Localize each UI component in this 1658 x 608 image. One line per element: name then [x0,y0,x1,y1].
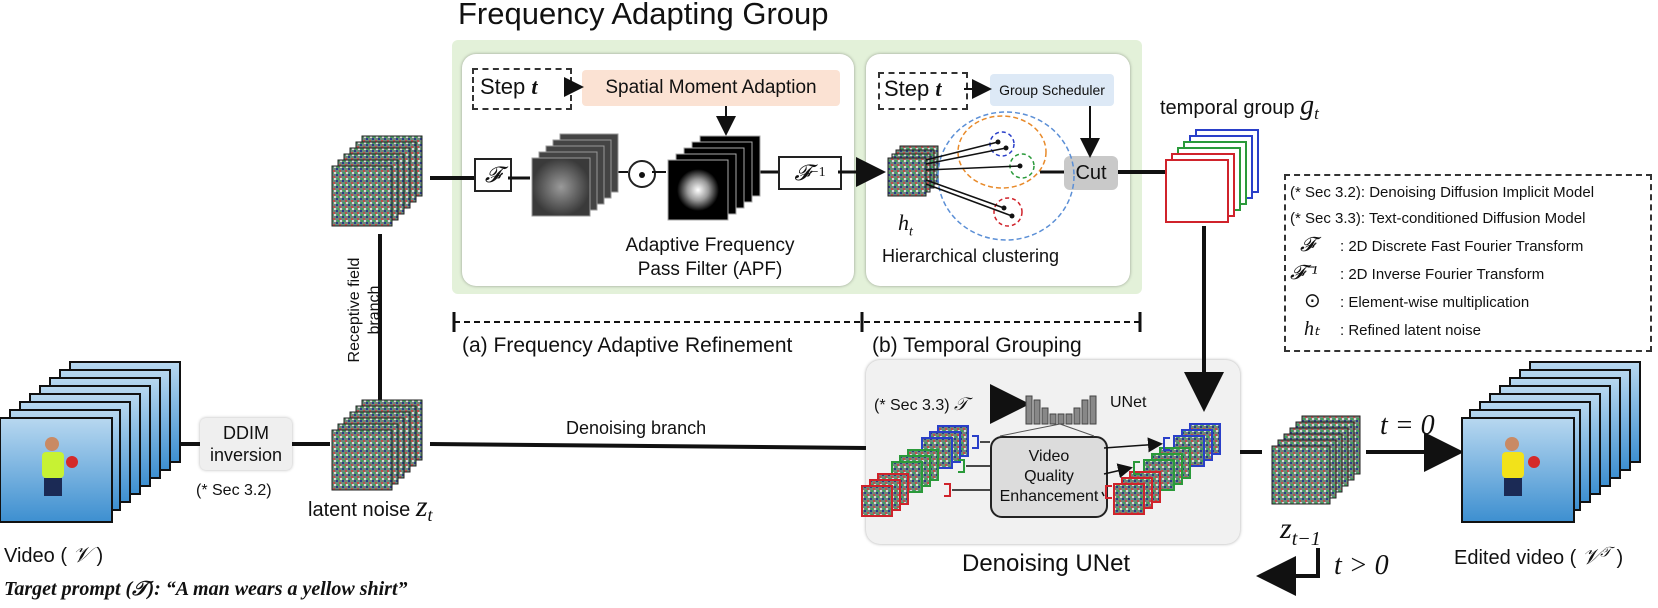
zt-minus-1-stack [1271,415,1361,505]
temporal-group-label: temporal group gt [1160,90,1319,123]
clustering-label: Hierarchical clustering [882,246,1060,266]
legend-box [1284,174,1652,352]
ddim-ref: (* Sec 3.2) [196,482,272,499]
fft-spectrum-stack [531,133,619,217]
step-box-b [878,72,968,110]
unet-output-frames [1101,423,1221,515]
step-label-a: Step t [480,74,538,99]
step-label-b: Step t [884,76,942,101]
section-b-label: (b) Temporal Grouping [872,334,1082,357]
video-label: Video ( 𝒱 ) [4,542,104,567]
unet-label: UNet [1110,394,1147,411]
zt-minus-1-label: zt−1 [1280,512,1321,550]
temporal-group-frames [1165,129,1259,223]
elementwise-multiply-icon [628,160,656,188]
fourier-transform-box: 𝓕 [474,158,512,192]
edited-video-stack [1461,361,1641,523]
ht-stack [887,145,939,197]
step-box-a [472,68,572,110]
t-greater-zero-label: t > 0 [1334,550,1389,581]
denoising-branch-label: Denoising branch [566,418,707,438]
unet-icon [999,395,1097,437]
ht-label: ht [898,210,913,240]
section-a-label: (a) Frequency Adaptive Refinement [462,334,793,357]
latent-stack-top [331,135,423,227]
denoising-unet-title: Denoising UNet [962,550,1131,577]
legend-row: ⊙: Element-wise multiplication [1304,290,1530,312]
cluster-diagram [925,111,1075,241]
cut-box: Cut [1064,156,1118,190]
latent-stack-bottom [331,399,423,491]
legend-row: (* Sec 3.3): Text-conditioned Diffusion … [1290,210,1586,227]
unet-ref-label: (* Sec 3.3) 𝒯 [874,394,968,414]
apf-filter-stack [667,135,761,221]
target-prompt: Target prompt (𝒯): “A man wears a yellow… [4,578,408,600]
legend-row: hₜ: Refined latent noise [1304,318,1481,340]
loop-arrow [1256,548,1320,596]
legend-row: (* Sec 3.2): Denoising Diffusion Implici… [1290,184,1595,201]
spatial-moment-adaption: Spatial Moment Adaption [582,70,840,106]
legend-row: 𝓕⁻¹: 2D Inverse Fourier Transform [1290,262,1545,284]
unet-input-frames [861,425,990,517]
latent-noise-label: latent noise zt [308,490,433,525]
inverse-fourier-box: 𝓕−1 [778,156,842,190]
input-video-stack [0,361,181,523]
group-scheduler: Group Scheduler [990,74,1114,106]
edited-video-label: Edited video ( 𝒱𝒯 ) [1454,544,1624,569]
group-title: Frequency Adapting Group [458,0,829,31]
denoising-branch-line [429,442,867,450]
legend-row: 𝓕: 2D Discrete Fast Fourier Transform [1300,234,1584,256]
